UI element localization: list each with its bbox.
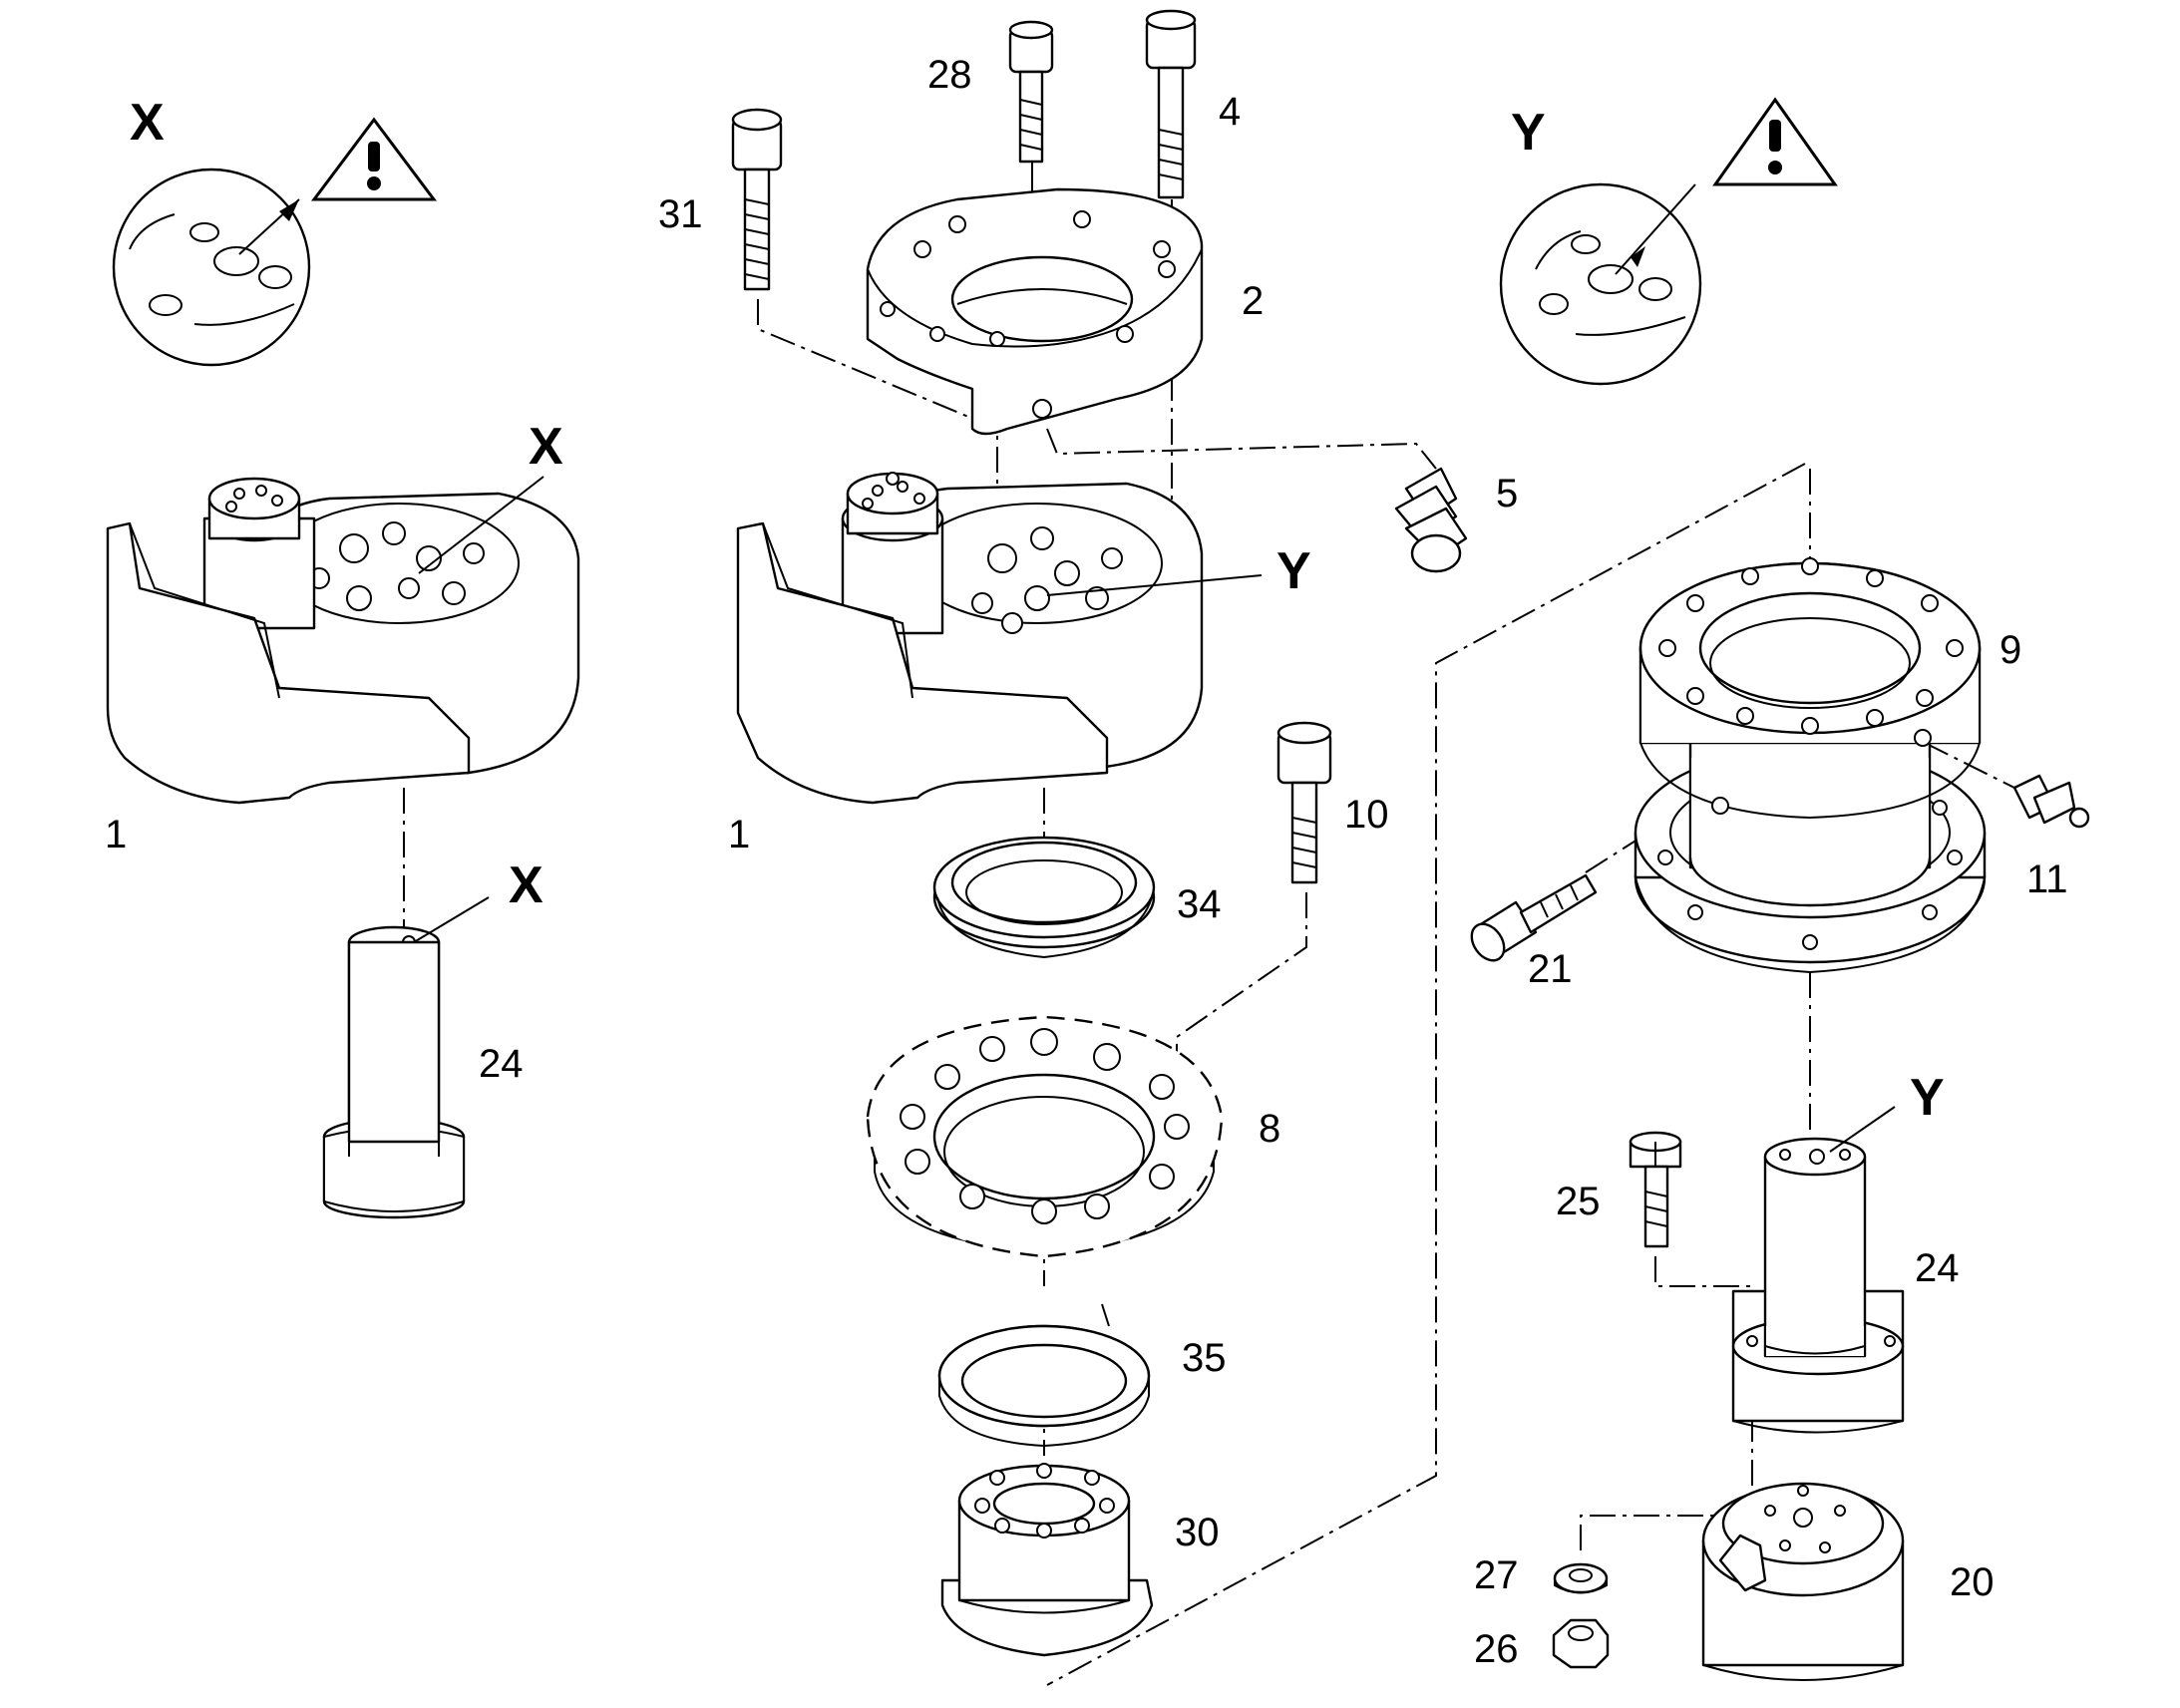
shaft-left: 24 X [322,856,544,1219]
detail-y-letter: Y [1511,104,1546,162]
callout-11: 11 [2026,857,2068,901]
shaft-right: 24 Y [1731,1069,1960,1434]
callout-24-right: 24 [1915,1246,1960,1290]
housing-left: 1 X [105,418,580,856]
callout-34: 34 [1177,882,1222,926]
callout-24-left: 24 [479,1042,524,1086]
callout-x-shaft: X [509,856,544,914]
detail-y: Y [1499,97,1838,386]
callout-9: 9 [1999,628,2021,672]
warning-triangle-icon [1712,97,1838,186]
nut-26: 26 [1474,1618,1610,1671]
warning-triangle-icon [311,117,437,201]
callout-1-left: 1 [105,813,127,856]
callout-y-housing: Y [1276,542,1311,600]
callout-31: 31 [658,192,703,236]
callout-27: 27 [1474,1553,1519,1597]
base-20: 20 [1701,1482,1995,1681]
callout-1-center: 1 [728,813,750,856]
housing-center: 1 Y [728,472,1311,856]
flange-plate-2: 2 [866,187,1264,436]
ring-35: 35 [937,1303,1227,1448]
callout-30: 30 [1175,1511,1220,1554]
bolt-4: 4 [1145,9,1241,199]
gear-8: 8 [866,1015,1280,1258]
callout-x-housing: X [529,418,563,476]
bolt-25: 25 [1556,1131,1682,1248]
fitting-5: 5 [1394,467,1518,573]
callout-28: 28 [927,53,972,97]
grease-nipple-11: 11 [2012,774,2090,901]
callout-8: 8 [1259,1107,1280,1151]
bolt-31: 31 [658,108,783,291]
callout-20: 20 [1950,1560,1995,1604]
callout-35: 35 [1182,1336,1227,1380]
bolt-21: 21 [1470,873,1598,991]
callout-4: 4 [1219,90,1241,134]
callout-21: 21 [1528,947,1573,991]
seal-ring-34: 34 [932,836,1222,959]
callout-5: 5 [1496,472,1518,515]
callout-2: 2 [1242,279,1264,323]
detail-x: X [112,94,437,367]
bolt-10: 10 [1276,721,1389,884]
bolt-28: 28 [927,20,1054,164]
callout-10: 10 [1344,793,1389,837]
callout-25: 25 [1556,1180,1601,1223]
tube-housing-9: 9 [1634,557,2021,974]
hub-30: 30 [940,1463,1220,1657]
washer-27: 27 [1474,1553,1609,1597]
detail-x-letter: X [130,94,165,152]
callout-26: 26 [1474,1627,1519,1671]
callout-y-shaft: Y [1910,1069,1945,1127]
